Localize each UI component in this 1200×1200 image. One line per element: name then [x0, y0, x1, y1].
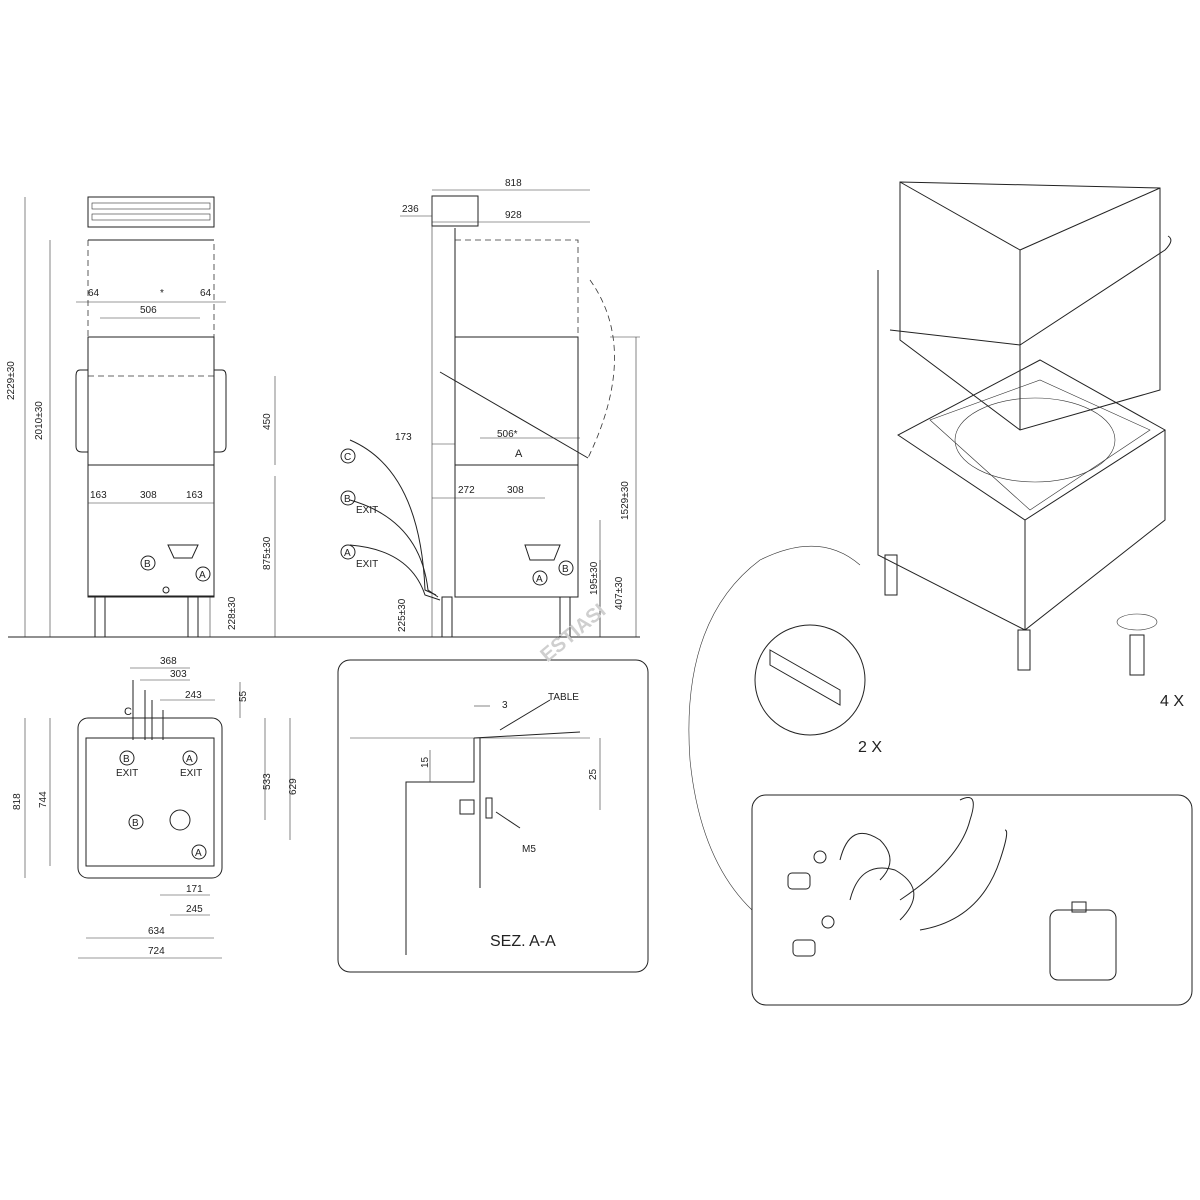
- front-dim-64-right: 64: [200, 288, 212, 299]
- plan-dim-818: 818: [12, 793, 23, 810]
- section-table-label: TABLE: [548, 692, 579, 703]
- plan-dim-744: 744: [38, 791, 49, 808]
- front-dim-506: 506: [140, 305, 157, 316]
- plan-dim-724: 724: [148, 946, 165, 957]
- side-dim-1529: 1529±30: [620, 481, 631, 520]
- iso-qty-feet: 4 X: [1160, 693, 1184, 710]
- front-dim-height-open: 2010±30: [34, 401, 45, 440]
- section-detail: 3 15 25 TABLE M5 SEZ. A-A: [337, 659, 649, 973]
- plan-dim-533: 533: [262, 773, 273, 790]
- front-dim-875: 875±30: [262, 536, 273, 570]
- front-dim-64-left: 64: [88, 288, 100, 299]
- side-dim-195: 195±30: [589, 561, 600, 595]
- front-conn-a: A: [199, 570, 206, 581]
- plan-dim-368: 368: [160, 656, 177, 667]
- section-dim-25: 25: [588, 768, 599, 780]
- side-dim-407: 407±30: [614, 576, 625, 610]
- side-pipe-b-text: EXIT: [356, 505, 378, 516]
- plan-conn-b-exit-letter: B: [123, 754, 130, 765]
- side-section-mark: A: [515, 448, 523, 460]
- side-dim-818: 818: [505, 178, 522, 189]
- section-title: SEZ. A-A: [490, 933, 556, 950]
- side-pipe-a-letter: A: [344, 548, 351, 559]
- plan-conn-b: B: [132, 818, 139, 829]
- side-conn-b: B: [562, 564, 569, 575]
- plan-dim-55: 55: [238, 690, 249, 702]
- side-pipe-a-text: EXIT: [356, 559, 378, 570]
- plan-conn-b-exit-text: EXIT: [116, 768, 138, 779]
- section-dim-15: 15: [420, 756, 431, 768]
- plan-conn-a-exit-letter: A: [186, 754, 193, 765]
- side-dim-928: 928: [505, 210, 522, 221]
- front-conn-b: B: [144, 559, 151, 570]
- side-view: 818 236 928 173 506* 272 308 1529±30 225…: [340, 178, 640, 638]
- side-dim-173: 173: [395, 432, 412, 443]
- plan-conn-a: A: [195, 848, 202, 859]
- front-star: *: [160, 288, 164, 299]
- iso-qty-brackets: 2 X: [858, 739, 882, 756]
- plan-dim-303: 303: [170, 669, 187, 680]
- side-dim-506: 506*: [497, 429, 518, 440]
- plan-c-label: C: [124, 706, 132, 718]
- plan-dim-171: 171: [186, 884, 203, 895]
- side-pipe-b-letter: B: [344, 494, 351, 505]
- front-dim-450: 450: [262, 413, 273, 430]
- side-dim-236: 236: [402, 204, 419, 215]
- side-dim-308: 308: [507, 485, 524, 496]
- plan-dim-629: 629: [288, 778, 299, 795]
- plan-view: 368 303 243 55 533 629 744 818 171 245 6…: [12, 656, 299, 959]
- section-dim-3: 3: [502, 700, 508, 711]
- plan-dim-634: 634: [148, 926, 165, 937]
- side-pipe-c-letter: C: [344, 452, 351, 463]
- front-dim-height-total: 2229±30: [6, 361, 17, 400]
- accessory-kit: [751, 794, 1193, 1006]
- front-view: 2229±30 2010±30 64 64 506 * 450 163 308 …: [6, 196, 640, 638]
- side-conn-a: A: [536, 574, 543, 585]
- side-dim-225: 225±30: [397, 598, 408, 632]
- front-dim-308: 308: [140, 490, 157, 501]
- plan-dim-243: 243: [185, 690, 202, 701]
- front-dim-163-left: 163: [90, 490, 107, 501]
- plan-dim-245: 245: [186, 904, 203, 915]
- plan-conn-a-exit-text: EXIT: [180, 768, 202, 779]
- section-screw-label: M5: [522, 844, 536, 855]
- front-dim-163-right: 163: [186, 490, 203, 501]
- watermark-text: ESTIASI: [536, 600, 610, 667]
- front-dim-228: 228±30: [227, 596, 238, 630]
- side-dim-272: 272: [458, 485, 475, 496]
- iso-view: 4 X 2 X: [688, 181, 1184, 911]
